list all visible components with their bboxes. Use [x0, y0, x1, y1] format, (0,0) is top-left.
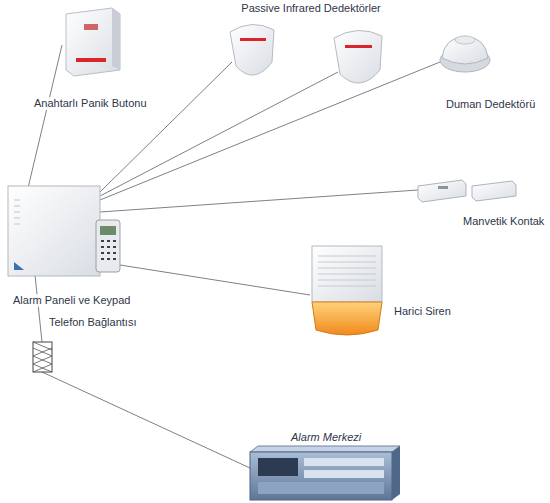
device-label: Harici Siren [393, 305, 452, 318]
connector-wire [100, 190, 418, 212]
connector-wire [42, 372, 250, 468]
connector-line [42, 372, 250, 468]
device-label: Duman Dedektörü [445, 98, 536, 111]
telephone-node: Telefon Bağlantısı [30, 315, 150, 375]
connector-line [120, 265, 310, 295]
magnetic-contact-node: Manvetik Kontak [410, 172, 540, 232]
pir-detector-device [230, 24, 274, 75]
siren-device [312, 246, 382, 335]
connector-wire [100, 62, 440, 200]
siren-node: Harici Siren [305, 240, 465, 335]
connector-line [100, 62, 440, 200]
connector-wire [120, 265, 310, 295]
device-label: Anahtarlı Panik Butonu [33, 97, 148, 110]
alarm-panel-node: Alarm Paneli ve Keypad [5, 183, 165, 308]
telephone-junction-symbol [33, 342, 52, 372]
alarm-panel-device [8, 186, 100, 276]
device-label: Alarm Paneli ve Keypad [12, 294, 131, 307]
connector-line [35, 275, 42, 342]
pir-detector-node: Passive Infrared Dedektörler [215, 2, 405, 94]
device-label: Telefon Bağlantısı [48, 316, 137, 329]
connector-line [100, 190, 418, 212]
alarm-center-node: Alarm Merkezi [245, 430, 405, 502]
connector-wire [100, 62, 232, 192]
alarm-center-device [250, 446, 400, 500]
smoke-detector-device [440, 36, 490, 72]
device-label: Alarm Merkezi [290, 431, 362, 444]
pir-detector-device [334, 30, 382, 83]
panic-button-device [66, 8, 120, 76]
connector-line [28, 45, 62, 188]
connector-line [100, 62, 232, 192]
panic-button-node: Anahtarlı Panik Butonu [25, 8, 155, 112]
connector-wire [100, 72, 338, 196]
device-label: Passive Infrared Dedektörler [215, 2, 407, 15]
connector-wire [35, 275, 42, 342]
device-label: Manvetik Kontak [462, 215, 545, 228]
magnetic-contact-device [418, 180, 516, 202]
connector-wire [28, 45, 62, 188]
connector-line [100, 72, 338, 196]
keypad-device [96, 220, 120, 272]
smoke-detector-node: Duman Dedektörü [425, 35, 540, 115]
